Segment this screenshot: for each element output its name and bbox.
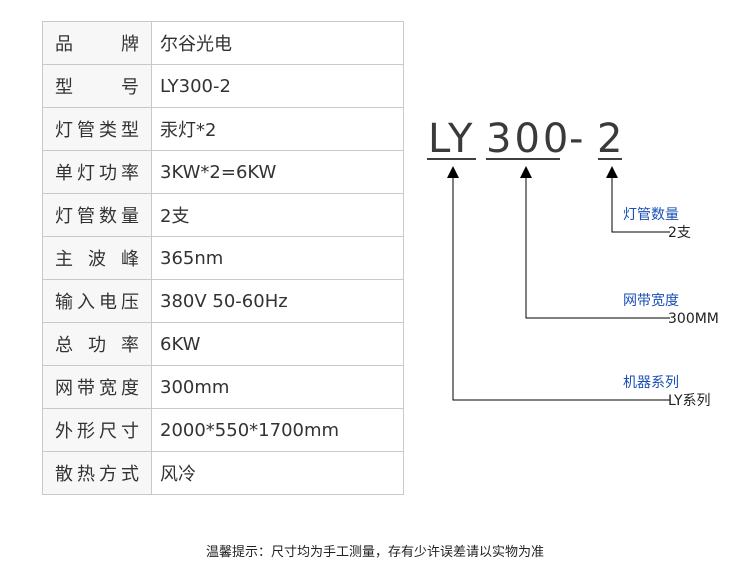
spec-value: 6KW (151, 322, 404, 366)
spec-label-cell: 型号 (42, 64, 152, 108)
model-code-diagram: LY 300 - 2 灯管数量 2支 网带宽度 300MM 机器系列 LY系列 (427, 116, 719, 409)
spec-value: 汞灯*2 (151, 107, 404, 151)
legend-value-width: 300MM (668, 311, 719, 327)
arrow-up-icon (520, 166, 532, 178)
spec-row: 灯管数量 2支 (42, 193, 404, 237)
leader-count (611, 178, 670, 233)
spec-label: 输入电压 (55, 292, 139, 313)
spec-value: 380V 50-60Hz (151, 279, 404, 323)
spec-label-cell: 外形尺寸 (42, 408, 152, 452)
spec-label: 单灯功率 (55, 163, 139, 184)
spec-row: 品牌尔谷光电 (42, 21, 404, 65)
leader-series (452, 178, 670, 401)
spec-value: 2支 (151, 193, 404, 237)
legend-value-series: LY系列 (668, 393, 711, 409)
spec-label-cell: 散热方式 (42, 451, 152, 495)
spec-label: 品牌 (55, 34, 139, 55)
spec-label-cell: 品牌 (42, 21, 152, 65)
leader-width (525, 178, 670, 319)
spec-value: 365nm (151, 236, 404, 280)
spec-label-cell: 灯管类型 (42, 107, 152, 151)
spec-row: 散热方式风冷 (42, 451, 404, 495)
spec-label-cell: 主波峰 (42, 236, 152, 280)
spec-row: 总功率 6KW (42, 322, 404, 366)
spec-row: 输入电压 380V 50-60Hz (42, 279, 404, 323)
spec-value: 风冷 (151, 451, 404, 495)
arrow-up-icon (447, 166, 459, 178)
spec-value: 3KW*2=6KW (151, 150, 404, 194)
code-series: LY (428, 116, 475, 162)
code-width: 300 (486, 116, 571, 162)
spec-value: LY300-2 (151, 64, 404, 108)
code-count: 2 (597, 116, 622, 162)
spec-row: 外形尺寸 2000*550*1700mm (42, 408, 404, 452)
spec-label-cell: 灯管数量 (42, 193, 152, 237)
spec-row: 网带宽度 300mm (42, 365, 404, 409)
spec-label: 散热方式 (55, 464, 139, 485)
spec-label-cell: 单灯功率 (42, 150, 152, 194)
spec-row: 主波峰 365nm (42, 236, 404, 280)
spec-label: 灯管数量 (55, 206, 139, 227)
legend-title-count: 灯管数量 (623, 207, 679, 223)
spec-label: 网带宽度 (55, 378, 139, 399)
code-separator: - (569, 116, 583, 162)
spec-label: 总功率 (55, 335, 139, 356)
spec-label: 主波峰 (55, 249, 139, 270)
spec-label-cell: 网带宽度 (42, 365, 152, 409)
spec-row: 型号 LY300-2 (42, 64, 404, 108)
spec-label: 灯管类型 (55, 120, 139, 141)
measurement-notice: 温馨提示：尺寸均为手工测量，存有少许误差请以实物为准 (205, 545, 544, 560)
spec-label: 型号 (55, 77, 139, 98)
spec-value: 300mm (151, 365, 404, 409)
spec-label: 外形尺寸 (55, 421, 139, 442)
spec-row: 单灯功率 3KW*2=6KW (42, 150, 404, 194)
spec-value: 尔谷光电 (151, 21, 404, 65)
legend-title-width: 网带宽度 (623, 292, 679, 309)
spec-value: 2000*550*1700mm (151, 408, 404, 452)
spec-label-cell: 总功率 (42, 322, 152, 366)
spec-row: 灯管类型汞灯*2 (42, 107, 404, 151)
legend-value-count: 2支 (668, 225, 691, 241)
spec-label-cell: 输入电压 (42, 279, 152, 323)
legend-title-series: 机器系列 (623, 375, 679, 391)
arrow-up-icon (606, 166, 618, 178)
